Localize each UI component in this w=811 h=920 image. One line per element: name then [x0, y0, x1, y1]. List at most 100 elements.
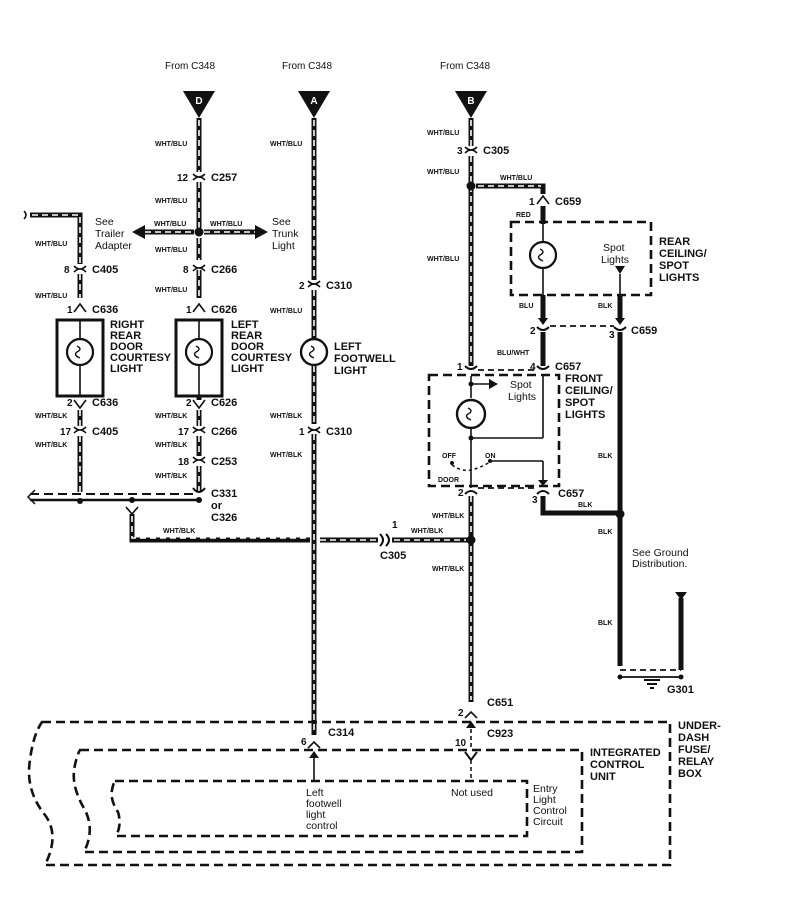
pin-c659: 1	[529, 197, 535, 208]
wire-blk	[540, 496, 620, 516]
pin-c405: 17	[60, 427, 72, 438]
svg-text:DASH: DASH	[678, 732, 709, 744]
switch-door-label: DOOR	[438, 477, 459, 484]
wire-label: WHT/BLK	[270, 413, 302, 420]
wire-label: WHT/BLK	[411, 528, 443, 535]
source-triangle-a: A	[298, 91, 330, 118]
svg-text:REAR: REAR	[110, 330, 141, 342]
svg-text:LEFT: LEFT	[334, 341, 362, 353]
label-g301: G301	[667, 684, 694, 696]
connector-c405-top	[73, 265, 87, 273]
svg-text:INTEGRATED: INTEGRATED	[590, 747, 661, 759]
label-c314: C314	[328, 727, 355, 739]
wire-label: WHT/BLK	[35, 442, 67, 449]
arrow-right-icon	[489, 379, 498, 389]
bulb-icon	[455, 398, 487, 430]
pin-c626: 1	[186, 305, 192, 316]
wire-label: BLK	[598, 529, 612, 536]
label-c326: C326	[211, 512, 237, 524]
label-c651: C651	[487, 697, 513, 709]
wire-label: WHT/BLK	[432, 513, 464, 520]
svg-text:RIGHT: RIGHT	[110, 319, 145, 331]
label-entry-light-control-circuit: Entry Light Control Circuit	[533, 783, 567, 828]
svg-text:Lights: Lights	[508, 391, 536, 403]
icu-outline	[72, 748, 584, 854]
note-spot-front: Spot Lights	[508, 379, 536, 403]
svg-text:Entry: Entry	[533, 783, 558, 795]
wire-label: WHT/BLK	[155, 413, 187, 420]
switch-off-label: OFF	[442, 453, 457, 460]
wire-label: WHT/BLU	[427, 256, 459, 263]
label-c636: C636	[92, 304, 118, 316]
connector-c310-top	[307, 280, 321, 288]
connector-c659-mid	[536, 318, 627, 331]
svg-text:LIGHT: LIGHT	[231, 363, 264, 375]
connector-c253	[192, 456, 206, 464]
label-c331: C331	[211, 488, 237, 500]
connector-c305-top	[464, 146, 478, 154]
svg-text:Spot: Spot	[510, 379, 532, 391]
source-triangle-d: D	[183, 91, 215, 118]
pin-c651: 2	[458, 708, 464, 719]
front-ceiling-spot-lights-box	[427, 373, 561, 488]
connector-c626-bot	[192, 399, 206, 410]
svg-text:control: control	[306, 820, 338, 832]
label-c659: C659	[631, 325, 657, 337]
connector-c405-bot	[73, 426, 87, 434]
label-front-ceiling-spot-lights: FRONT CEILING/ SPOT LIGHTS	[565, 373, 613, 421]
source-letter-a: A	[310, 96, 317, 107]
svg-text:Spot: Spot	[603, 242, 625, 254]
svg-text:Light: Light	[533, 794, 556, 806]
label-c305: C305	[483, 145, 509, 157]
bulb-icon	[184, 320, 214, 396]
svg-text:REAR: REAR	[659, 236, 690, 248]
label-c310: C310	[326, 426, 352, 438]
pin-c659-2: 2	[530, 326, 536, 337]
wire-label: BLK	[578, 502, 592, 509]
label-c626: C626	[211, 397, 237, 409]
pin-c310: 1	[299, 427, 305, 438]
connector-c310-bot	[307, 426, 321, 434]
label-right-rear-courtesy-light: RIGHT REAR DOOR COURTESY LIGHT	[110, 319, 172, 375]
connector-c266-bot	[192, 426, 206, 434]
svg-text:CONTROL: CONTROL	[590, 759, 645, 771]
wire-label: WHT/BLK	[155, 473, 187, 480]
pin-c405: 8	[64, 265, 70, 276]
wire-to-c659	[476, 183, 546, 194]
wire-label: BLK	[598, 303, 612, 310]
svg-text:See Ground: See Ground	[632, 547, 689, 559]
wire-label: WHT/BLU	[210, 221, 242, 228]
wire-label: WHT/BLU	[155, 287, 187, 294]
connector-c651	[464, 710, 478, 719]
splice-dot	[615, 509, 625, 519]
svg-text:UNDER-: UNDER-	[678, 720, 721, 732]
bulb-icon	[65, 320, 95, 396]
note-footwell-control: Left footwell light control	[306, 787, 342, 832]
source-label-a: From C348	[282, 61, 332, 72]
source-letter-b: B	[467, 96, 474, 107]
wire-label: WHT/BLU	[155, 247, 187, 254]
pin-c657-1: 1	[457, 362, 463, 373]
pin-c253: 18	[178, 457, 190, 468]
pin-c626: 2	[186, 398, 192, 409]
svg-text:Light: Light	[272, 240, 295, 252]
connector-c266-top	[192, 264, 206, 272]
label-c659: C659	[555, 196, 581, 208]
wire-label: BLU/WHT	[497, 350, 530, 357]
pin-c314: 6	[301, 737, 307, 748]
wire-break-icon	[23, 210, 27, 220]
front-ceiling-internals	[450, 376, 548, 488]
bulb-icon	[528, 224, 558, 295]
label-c266: C266	[211, 264, 237, 276]
source-letter-d: D	[195, 96, 202, 107]
svg-text:LEFT: LEFT	[231, 319, 259, 331]
pin-c657-2: 2	[458, 488, 464, 499]
label-c405: C405	[92, 264, 118, 276]
note-spot-rear: Spot Lights	[601, 242, 629, 266]
wire-label: WHT/BLK	[35, 413, 67, 420]
source-label-b: From C348	[440, 61, 490, 72]
svg-text:UNIT: UNIT	[590, 771, 616, 783]
pin-c305: 3	[457, 146, 463, 157]
label-c923: C923	[487, 728, 513, 740]
